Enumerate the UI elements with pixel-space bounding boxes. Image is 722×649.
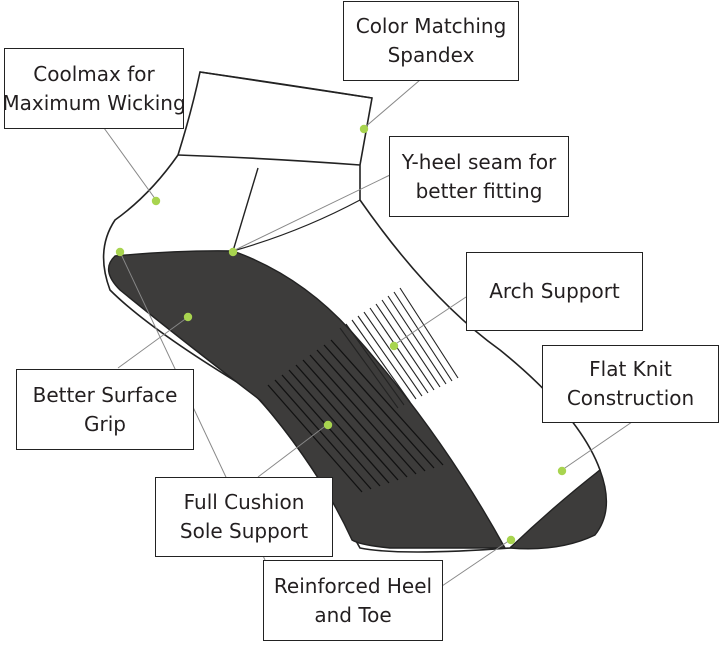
marker-dot-spandex bbox=[359, 124, 369, 134]
marker-dot-arch bbox=[389, 341, 399, 351]
marker-dot-grip bbox=[183, 312, 193, 322]
callout-flatknit-line1: Flat Knit bbox=[589, 357, 672, 381]
callout-spandex: Color Matching Spandex bbox=[343, 1, 519, 81]
leader-grip bbox=[117, 316, 189, 369]
callout-coolmax-line1: Coolmax for bbox=[33, 61, 155, 86]
callout-heeltoe-line2: and Toe bbox=[314, 602, 392, 627]
leader-heeltoe bbox=[441, 539, 511, 587]
sole-rib-line bbox=[309, 354, 417, 475]
marker-dot-cushion bbox=[323, 420, 333, 430]
sole-rib-line bbox=[281, 374, 381, 487]
instep-line bbox=[232, 199, 361, 252]
arch-rib-line bbox=[363, 311, 423, 397]
callout-grip-line2: Grip bbox=[84, 411, 126, 436]
arch-rib-line bbox=[375, 303, 435, 391]
sole-cushion bbox=[107, 250, 507, 549]
callout-cushion-line2: Sole Support bbox=[179, 519, 309, 543]
arch-support-ribbing bbox=[339, 287, 459, 409]
callout-yheel-line1: Y-heel seam for bbox=[401, 149, 557, 174]
sole-rib-line bbox=[316, 349, 426, 472]
callout-coolmax-line2: Maximum Wicking bbox=[2, 90, 186, 115]
sole-rib-line bbox=[274, 379, 372, 490]
leader-coolmax bbox=[103, 127, 157, 201]
callout-cushion: Full Cushion Sole Support bbox=[155, 477, 333, 557]
arch-rib-line bbox=[381, 299, 441, 388]
marker-dot-flatknit bbox=[557, 466, 567, 476]
toe-reinforcement bbox=[508, 468, 608, 550]
marker-dot-yheel bbox=[228, 247, 238, 257]
callout-heeltoe-line1: Reinforced Heel bbox=[273, 573, 433, 598]
arch-rib-line bbox=[387, 295, 447, 385]
sole-rib-line bbox=[302, 359, 408, 478]
leader-cushion bbox=[257, 423, 329, 478]
arch-rib-line bbox=[369, 307, 429, 394]
sole-rib-line bbox=[330, 339, 444, 466]
sole-rib-line bbox=[288, 369, 390, 484]
callout-grip-line1: Better Surface bbox=[32, 382, 178, 407]
callout-heeltoe: Reinforced Heel and Toe bbox=[263, 560, 443, 641]
arch-rib-line bbox=[357, 315, 417, 400]
y-heel-seam bbox=[232, 167, 259, 252]
callout-flatknit-line2: Construction bbox=[566, 386, 695, 410]
sole-rib-line bbox=[267, 384, 363, 493]
cuff-seam bbox=[177, 154, 361, 166]
marker-dot-toe bbox=[506, 535, 516, 545]
callout-grip: Better Surface Grip bbox=[16, 369, 194, 450]
sole-ribbing bbox=[267, 339, 444, 493]
leader-flatknit bbox=[561, 421, 633, 471]
callout-flatknit: Flat Knit Construction bbox=[542, 345, 719, 423]
leader-arch bbox=[393, 296, 467, 346]
arch-rib-line bbox=[393, 291, 453, 382]
callout-yheel: Y-heel seam for better fitting bbox=[389, 136, 569, 217]
cuff-top-edge bbox=[199, 71, 373, 99]
leader-yheel bbox=[232, 174, 391, 252]
marker-dot-coolmax bbox=[151, 196, 161, 206]
arch-rib-line bbox=[339, 327, 399, 409]
callout-yheel-line2: better fitting bbox=[415, 178, 543, 203]
leader-spandex bbox=[363, 79, 421, 129]
marker-dot-heel bbox=[115, 247, 125, 257]
callout-arch-line1: Arch Support bbox=[489, 279, 620, 303]
callout-coolmax: Coolmax for Maximum Wicking bbox=[2, 48, 186, 129]
sole-rib-line bbox=[323, 344, 435, 469]
arch-rib-line bbox=[399, 287, 459, 379]
callout-arch: Arch Support bbox=[466, 252, 643, 331]
marker-dots bbox=[115, 124, 567, 545]
sole-rib-line bbox=[295, 364, 399, 481]
arch-rib-line bbox=[345, 323, 405, 406]
callout-spandex-line2: Spandex bbox=[387, 43, 475, 67]
callout-cushion-line1: Full Cushion bbox=[183, 490, 305, 514]
arch-rib-line bbox=[351, 319, 411, 403]
callout-spandex-line1: Color Matching bbox=[355, 14, 507, 38]
